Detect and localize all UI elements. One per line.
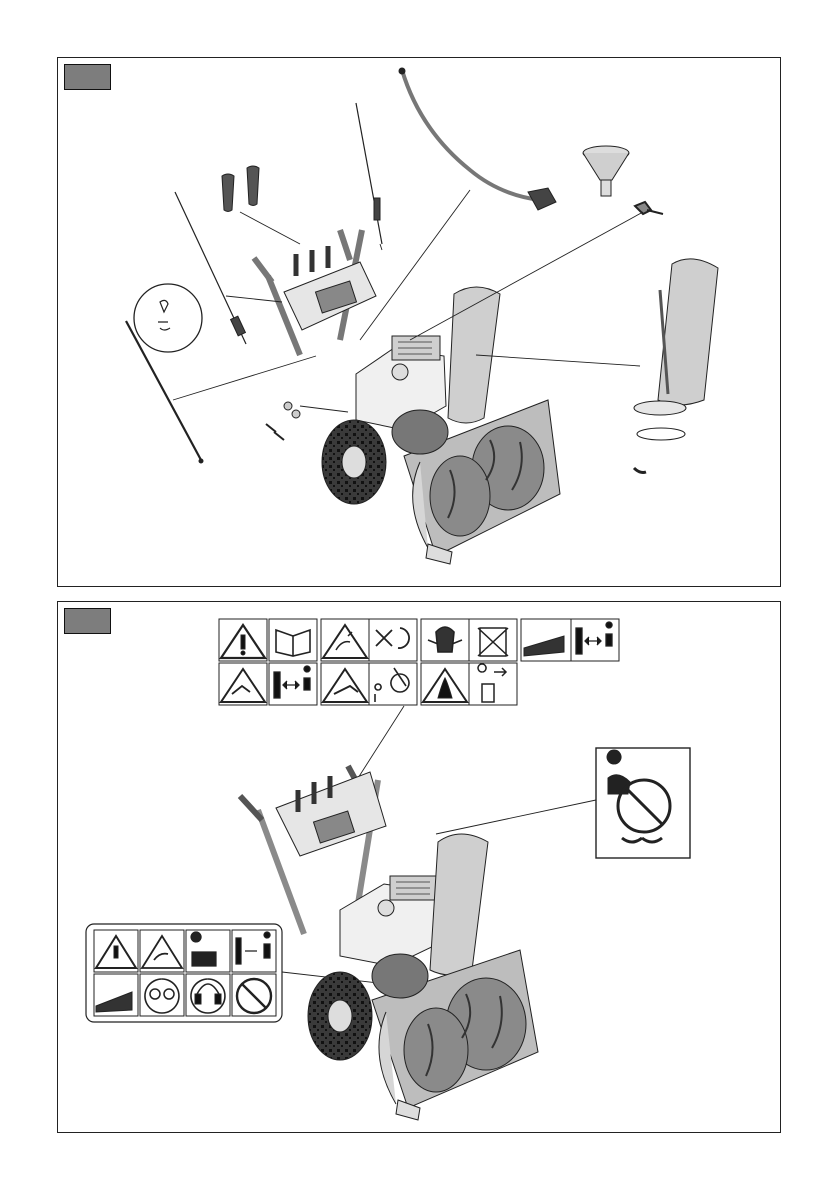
funnel-icon bbox=[583, 146, 629, 196]
discharge-chute-icon bbox=[634, 259, 718, 473]
decal-chute bbox=[596, 748, 690, 858]
control-rod-icon bbox=[126, 321, 201, 460]
figure-1-drawing bbox=[126, 68, 718, 564]
snow-blower-machine-icon bbox=[240, 766, 538, 1120]
decal-sheet-top bbox=[219, 619, 619, 705]
chute-crank-icon bbox=[402, 70, 540, 200]
ignition-key-icon bbox=[635, 202, 663, 214]
snow-blower-body-icon bbox=[254, 230, 560, 564]
decal-housing bbox=[86, 924, 282, 1022]
detail-circle-icon bbox=[134, 284, 202, 352]
bolts-icon bbox=[266, 402, 300, 440]
cable-right-icon bbox=[356, 103, 382, 244]
figure-2-drawing bbox=[86, 619, 690, 1120]
handle-grips-icon bbox=[222, 166, 259, 212]
leader-chute-decal bbox=[436, 800, 596, 834]
